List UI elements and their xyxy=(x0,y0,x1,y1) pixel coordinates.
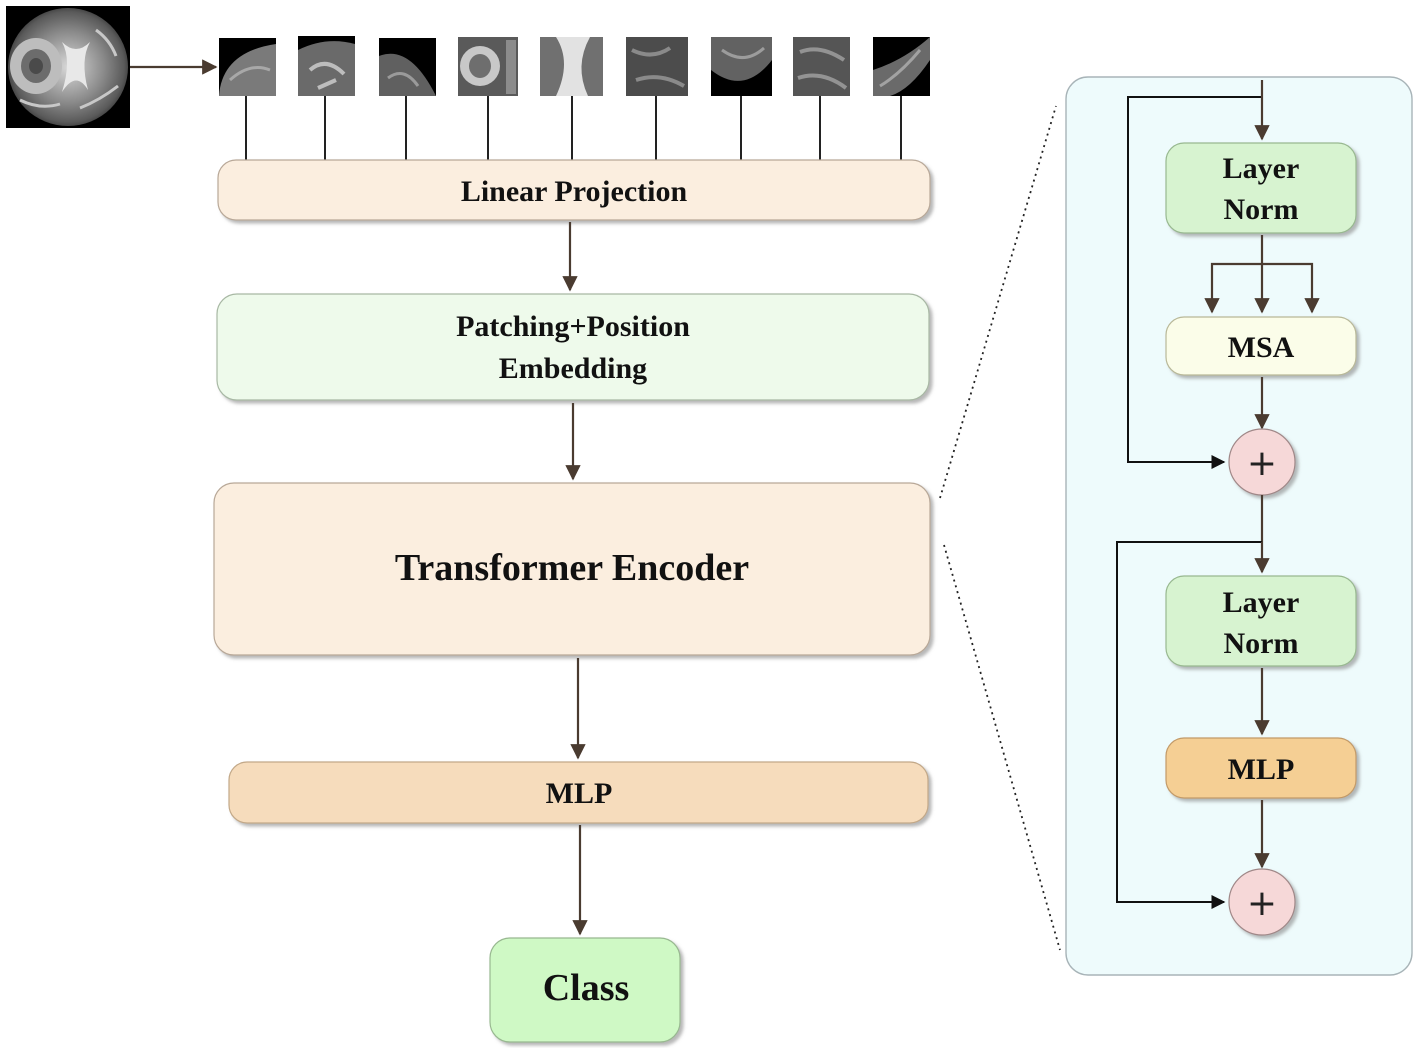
patch-2 xyxy=(298,36,355,96)
residual-connection-1 xyxy=(1127,96,1262,469)
patch-5 xyxy=(540,37,603,96)
patch-9 xyxy=(873,37,930,96)
mlp-head-block: MLP xyxy=(228,761,929,824)
zoom-line-top xyxy=(939,105,1057,499)
linear-projection-label: Linear Projection xyxy=(461,175,688,208)
class-label: Class xyxy=(543,967,630,1009)
encoder-mlp-block: MLP xyxy=(1165,737,1357,799)
msa-block: MSA xyxy=(1165,316,1357,376)
patch-connectors xyxy=(245,96,902,162)
input-mri-image xyxy=(6,6,130,128)
encoder-detail-panel: Layer Norm MSA + Layer Norm xyxy=(1065,76,1413,976)
msa-qkv-arrows xyxy=(1204,235,1320,314)
patch-6 xyxy=(626,37,688,96)
image-patches xyxy=(219,36,930,96)
layer-norm-2-line2: Norm xyxy=(1224,627,1299,660)
patch-4 xyxy=(458,37,518,96)
class-block: Class xyxy=(489,937,681,1043)
add-node-2: + xyxy=(1228,868,1296,936)
msa-label: MSA xyxy=(1228,331,1295,364)
linear-projection-block: Linear Projection xyxy=(217,159,931,221)
patch-7 xyxy=(711,37,772,96)
add-symbol-2: + xyxy=(1247,883,1277,924)
patching-label-line1: Patching+Position xyxy=(456,310,690,343)
patching-position-embedding-block: Patching+Position Embedding xyxy=(216,293,930,401)
zoom-line-bottom xyxy=(943,544,1061,951)
layer-norm-2-line1: Layer xyxy=(1223,586,1300,619)
mlp-head-label: MLP xyxy=(546,777,613,810)
transformer-encoder-label: Transformer Encoder xyxy=(395,547,749,589)
residual-connection-2 xyxy=(1116,541,1262,909)
encoder-mlp-label: MLP xyxy=(1228,753,1295,786)
patching-label-line2: Embedding xyxy=(499,352,647,385)
add-symbol-1: + xyxy=(1247,443,1277,484)
patch-1 xyxy=(219,38,276,96)
patch-3 xyxy=(379,38,436,96)
patch-8 xyxy=(793,37,850,96)
layer-norm-1-block: Layer Norm xyxy=(1165,142,1357,234)
transformer-encoder-block: Transformer Encoder xyxy=(213,482,931,656)
layer-norm-2-block: Layer Norm xyxy=(1165,575,1357,667)
layer-norm-1-line1: Layer xyxy=(1223,152,1300,185)
add-node-1: + xyxy=(1228,428,1296,496)
layer-norm-1-line2: Norm xyxy=(1224,193,1299,226)
